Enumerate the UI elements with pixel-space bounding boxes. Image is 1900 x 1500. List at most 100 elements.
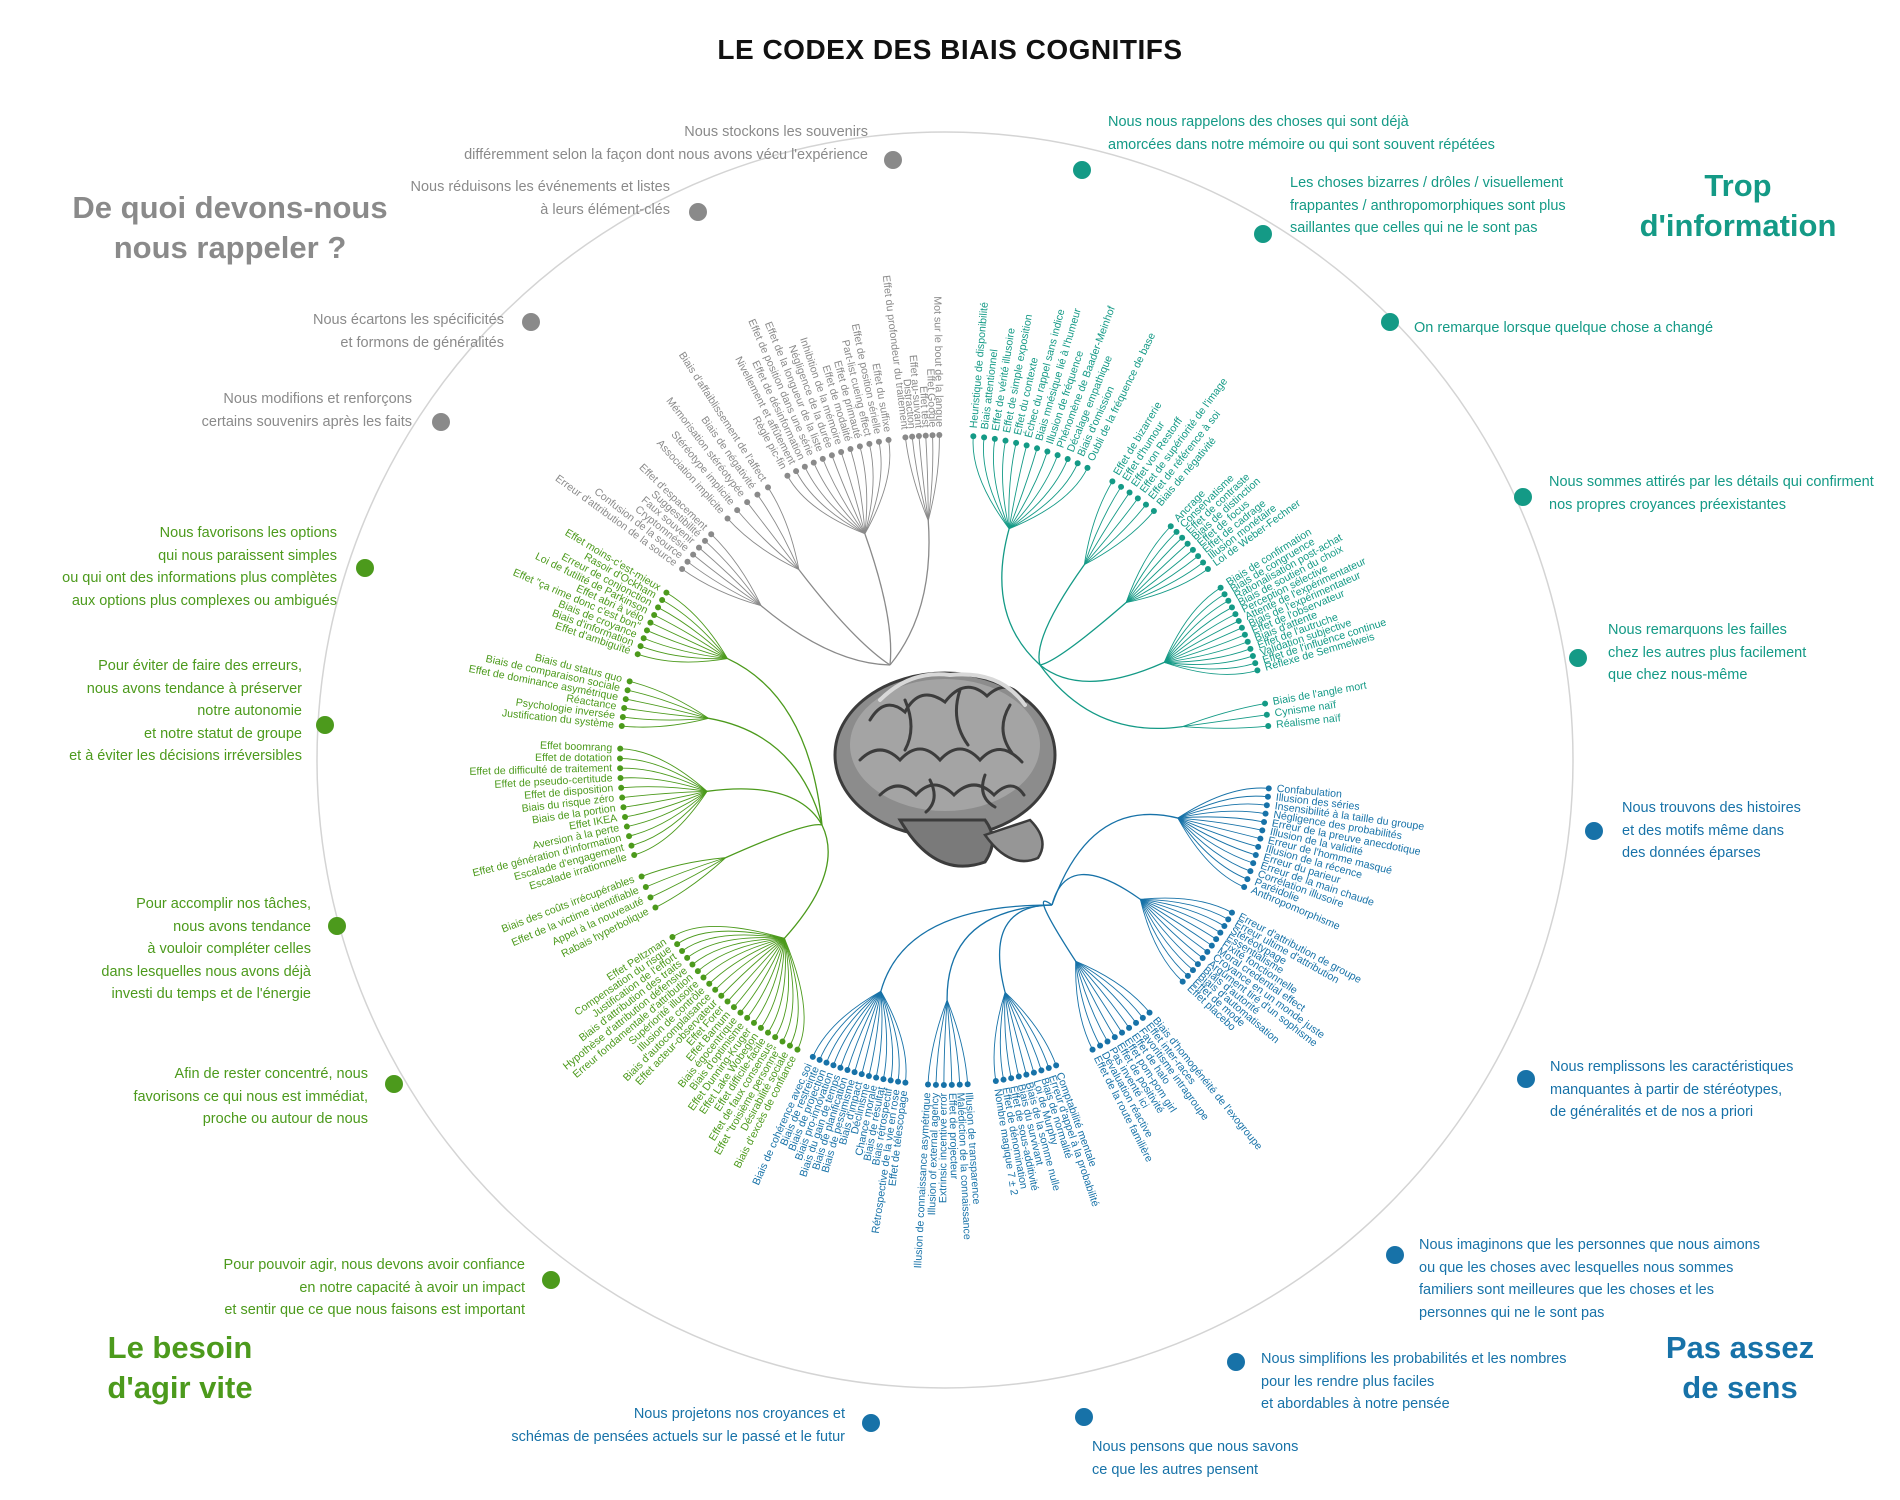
branch-line <box>631 791 708 847</box>
bias-label: Effet boomrang <box>540 740 613 755</box>
section-label: Nous remplissons les caractéristiques ma… <box>1550 1059 1794 1120</box>
branch-line <box>1164 634 1246 663</box>
branch-end-dot <box>1204 565 1211 572</box>
branch-line <box>666 592 728 659</box>
branch-line <box>704 540 762 606</box>
branch-end-dot <box>679 948 686 955</box>
branch-line <box>787 475 866 535</box>
branch-end-dot <box>1263 802 1270 809</box>
branch-line <box>657 607 728 659</box>
bias-label: Extrinsic incentive error <box>937 1093 949 1204</box>
branch-end-dot <box>779 1038 786 1045</box>
branch-line <box>1177 817 1254 864</box>
branch-line <box>1075 961 1123 1033</box>
branch-line <box>854 991 882 1073</box>
branch-end-dot <box>1179 978 1186 985</box>
branch-line <box>840 451 866 534</box>
branch-end-dot <box>1225 916 1232 923</box>
branch-end-dot <box>838 449 845 456</box>
branch-line <box>640 645 728 660</box>
branch-end-dot <box>956 1081 963 1088</box>
branch-end-dot <box>1213 936 1220 943</box>
branch-end-dot <box>915 433 922 440</box>
branch-line <box>864 443 874 534</box>
quadrant-title-memory: De quoi devons-nous nous rappeler ? <box>72 190 388 265</box>
section-dot <box>1514 488 1532 506</box>
branch-end-dot <box>617 775 624 782</box>
branch-end-dot <box>1195 553 1202 560</box>
branch-end-dot <box>1189 546 1196 553</box>
section-label: On remarque lorsque quelque chose a chan… <box>1414 320 1714 336</box>
bias-label: Illusion of external agency <box>926 1092 941 1215</box>
branch-end-dot <box>1199 955 1206 962</box>
branch-line <box>1008 442 1017 529</box>
branch-line <box>714 937 785 991</box>
branch-line <box>1164 655 1254 665</box>
branch-end-dot <box>1184 972 1191 979</box>
branch-line <box>833 990 882 1066</box>
branch-line <box>783 938 805 1050</box>
branch-line <box>746 501 800 570</box>
branch-end-dot <box>631 852 638 859</box>
branch-end-dot <box>940 1081 947 1088</box>
branch-line <box>1139 899 1194 971</box>
branch-end-dot <box>617 755 624 762</box>
branch-end-dot <box>1074 460 1081 467</box>
branch-end-dot <box>873 1074 880 1081</box>
branch-end-dot <box>734 507 741 514</box>
branch-end-dot <box>652 904 659 911</box>
branch-end-dot <box>695 544 702 551</box>
branch-end-dot <box>1221 591 1228 598</box>
branch-end-dot <box>708 531 715 538</box>
branch-line <box>864 441 882 534</box>
branch-line <box>767 487 800 570</box>
branch-end-dot <box>1257 835 1264 842</box>
section-dot <box>522 313 540 331</box>
branch-end-dot <box>970 433 977 440</box>
branch-line <box>760 938 785 1029</box>
branch-end-dot <box>638 873 645 880</box>
branch-line <box>1177 817 1251 872</box>
branch-end-dot <box>922 432 929 439</box>
section-label: Nous modifions et renforçons certains so… <box>201 391 412 430</box>
branch-end-dot <box>1089 1046 1096 1053</box>
branch-end-dot <box>712 986 719 993</box>
branch-end-dot <box>819 455 826 462</box>
branch-end-dot <box>991 435 998 442</box>
branch-line <box>629 680 709 719</box>
branch-trunk <box>708 717 823 826</box>
branch-end-dot <box>1111 1034 1118 1041</box>
branch-end-dot <box>1045 1064 1052 1071</box>
branch-line <box>1164 620 1239 663</box>
branch-line <box>746 938 785 1019</box>
branch-end-dot <box>618 784 625 791</box>
branch-end-dot <box>730 1004 737 1011</box>
branch-end-dot <box>617 745 624 752</box>
branch-line <box>880 991 888 1080</box>
branch-line <box>703 937 785 978</box>
section-dot <box>385 1075 403 1093</box>
branch-line <box>1125 537 1183 603</box>
branch-end-dot <box>837 1064 844 1071</box>
branch-trunk <box>1039 602 1127 666</box>
branch-end-dot <box>1241 883 1248 890</box>
branch-line <box>1140 897 1233 913</box>
section-label: Nous sommes attirés par les détails qui … <box>1549 474 1874 513</box>
section-dot <box>1254 225 1272 243</box>
branch-line <box>708 937 785 985</box>
branch-end-dot <box>809 1053 816 1060</box>
branch-end-dot <box>757 1024 764 1031</box>
branch-line <box>1177 817 1259 848</box>
page-title: LE CODEX DES BIAIS COGNITIFS <box>717 34 1183 65</box>
branch-end-dot <box>621 705 628 712</box>
branch-trunk <box>946 904 1053 1000</box>
branch-line <box>1008 467 1088 530</box>
branch-line <box>661 599 728 659</box>
branch-end-dot <box>794 1046 801 1053</box>
branch-end-dot <box>619 714 626 721</box>
branch-line <box>624 790 708 818</box>
branch-line <box>1140 899 1208 953</box>
branch-end-dot <box>622 696 629 703</box>
branch-trunk <box>1038 564 1085 666</box>
branch-line <box>999 992 1006 1080</box>
